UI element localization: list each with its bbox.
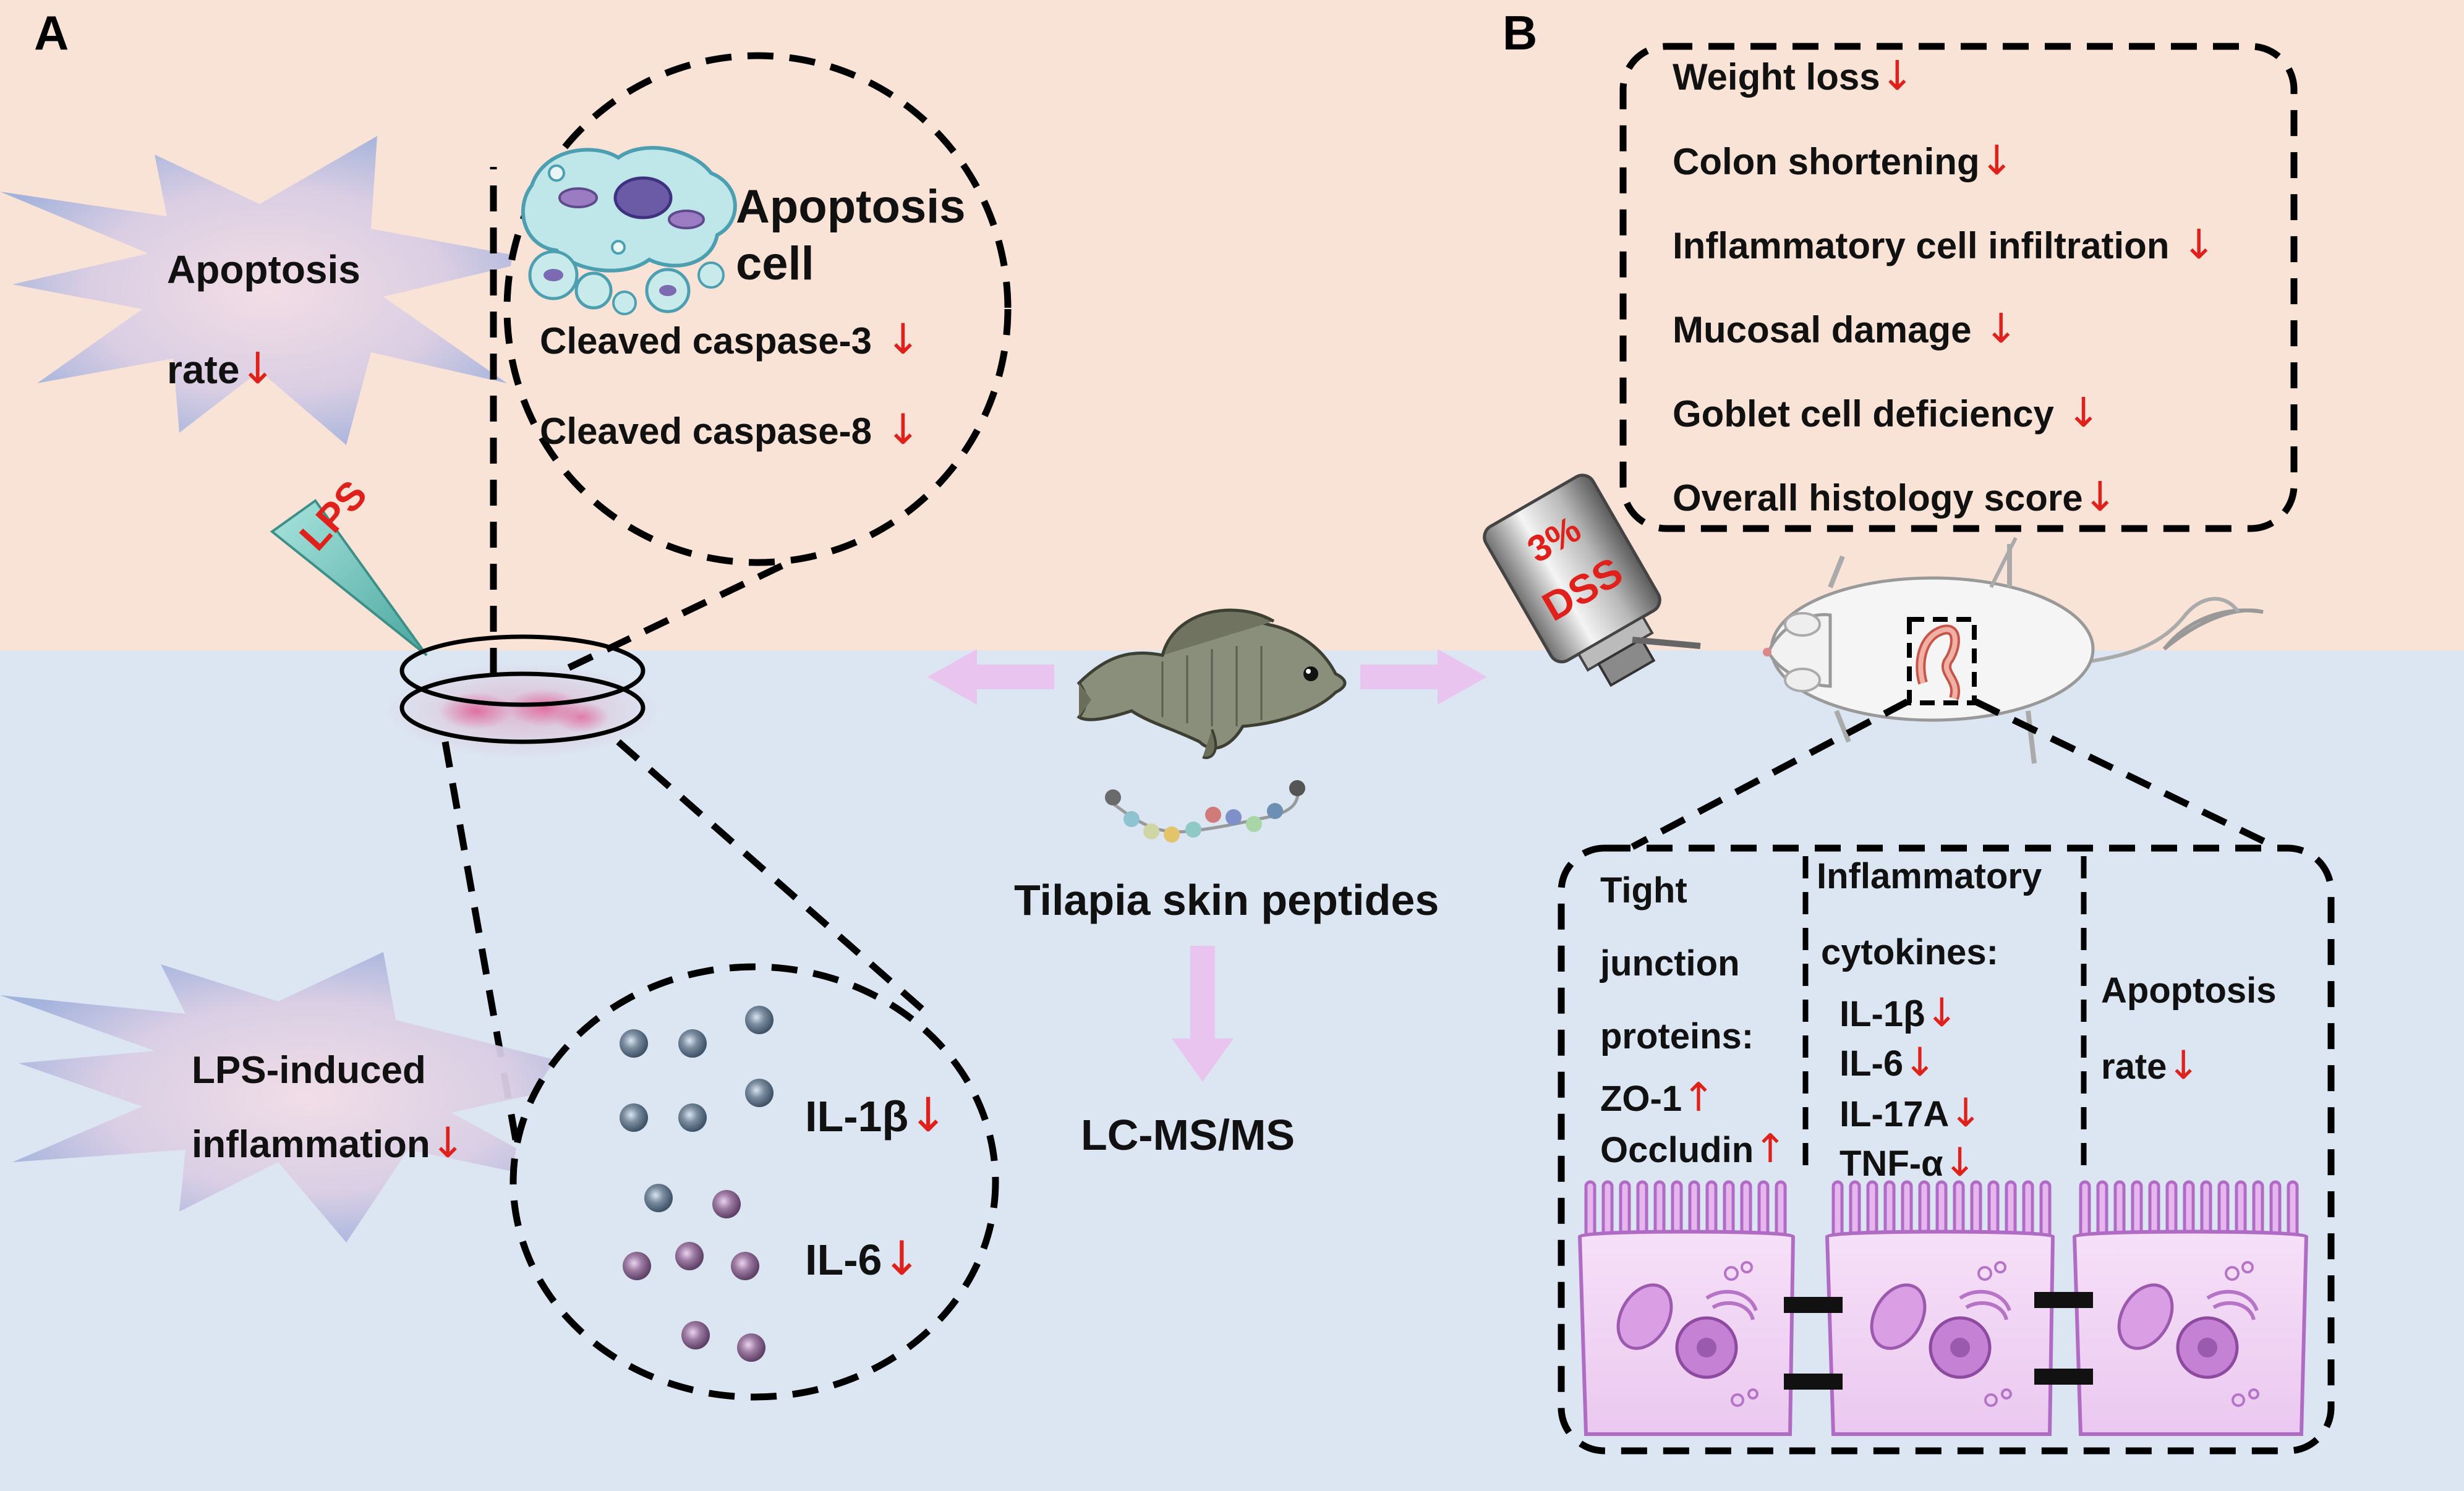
tight-junction-line3: proteins:	[1600, 1016, 1754, 1056]
il-6-label: IL-6↓	[805, 1231, 921, 1286]
cytokine-il-6: IL-6↓	[1839, 1040, 1937, 1085]
cleaved-caspase-3-label: Cleaved caspase-3↓	[540, 315, 921, 364]
dss-bottle: 3% DSS	[1483, 474, 1661, 687]
panel-b-zoom-lines	[1631, 699, 2277, 850]
epithelial-cells	[1577, 1180, 2309, 1436]
panel-a-letter: A	[34, 6, 69, 60]
colon-tissue-box: Tight junction proteins: ZO-1↑ Occludin↑…	[1558, 844, 2335, 1455]
tight-junction-line2: junction	[1600, 943, 1740, 983]
double-arrow	[927, 649, 1487, 705]
cytokine-circle: IL-1β↓ IL-6↓	[509, 963, 999, 1401]
epithelial-cell-3	[2072, 1180, 2309, 1436]
apoptosis-cell-title-line1: Apoptosis	[736, 181, 966, 233]
cytokine-il-17a: IL-17A↓	[1839, 1090, 1982, 1136]
inflammation-burst: LPS-induced inflammation↓	[0, 952, 618, 1242]
apoptosis-rate-line1: Apoptosis	[167, 247, 360, 292]
apoptosis-rate-line2: rate↓	[167, 343, 276, 394]
down-arrow	[1172, 946, 1234, 1082]
inflammation-line2: inflammation↓	[192, 1119, 466, 1168]
cytokines-line2: cytokines:	[1821, 932, 1998, 972]
mouse-illustration	[1763, 537, 2264, 764]
outcome-goblet-cell-deficiency: Goblet cell deficiency↓	[1673, 389, 2100, 436]
apoptotic-cell-illustration	[521, 146, 737, 315]
apoptosis-cell-title-line2: cell	[736, 237, 814, 290]
outcome-mucosal-damage: Mucosal damage↓	[1673, 305, 2018, 352]
tilapia-skin-peptides-label: Tilapia skin peptides	[1014, 876, 1439, 924]
outcome-weight-loss: Weight loss↓	[1673, 52, 1914, 100]
apoptosis-cell-circle: Apoptosis cell Cleaved caspase-3↓ Cleave…	[503, 52, 1012, 566]
epithelial-cell-1	[1577, 1180, 1796, 1436]
dss-nozzle	[1632, 637, 1701, 649]
outcome-inflammatory-cell-infiltration: Inflammatory cell infiltration↓	[1673, 221, 2216, 268]
outcomes-box: Weight loss↓ Colon shortening↓ Inflammat…	[1619, 43, 2298, 532]
cytokine-tnf-a: TNF-α↓	[1839, 1140, 1976, 1186]
outcome-overall-histology-score: Overall histology score↓	[1673, 473, 2117, 520]
panel-b-letter: B	[1503, 6, 1537, 60]
panel-b-apoptosis-line2: rate↓	[2101, 1043, 2200, 1089]
cytokines-line1: Inflammatory	[1817, 856, 2042, 896]
il-1b-label: IL-1β↓	[805, 1087, 948, 1142]
tight-junction-bars	[1784, 1292, 2093, 1390]
zo-1-label: ZO-1↑	[1600, 1075, 1715, 1121]
apoptosis-rate-burst: Apoptosis rate↓	[0, 136, 538, 445]
tight-junction-line1: Tight	[1600, 870, 1687, 911]
tilapia-fish-illustration	[1076, 608, 1347, 759]
panel-b-apoptosis-line1: Apoptosis	[2101, 971, 2277, 1011]
outcome-colon-shortening: Colon shortening↓	[1673, 137, 2014, 184]
epithelial-cell-2	[1825, 1180, 2055, 1436]
cleaved-caspase-8-label: Cleaved caspase-8↓	[540, 406, 921, 454]
lc-ms-ms-label: LC-MS/MS	[1081, 1111, 1295, 1159]
culture-dish	[383, 634, 662, 759]
inflammation-line1: LPS-induced	[192, 1049, 426, 1092]
peptide-chain-illustration	[1105, 780, 1305, 843]
immune-cell-dots	[620, 1006, 774, 1362]
cytokine-il-1b: IL-1β↓	[1839, 990, 1958, 1036]
occludin-label: Occludin↑	[1600, 1126, 1787, 1172]
